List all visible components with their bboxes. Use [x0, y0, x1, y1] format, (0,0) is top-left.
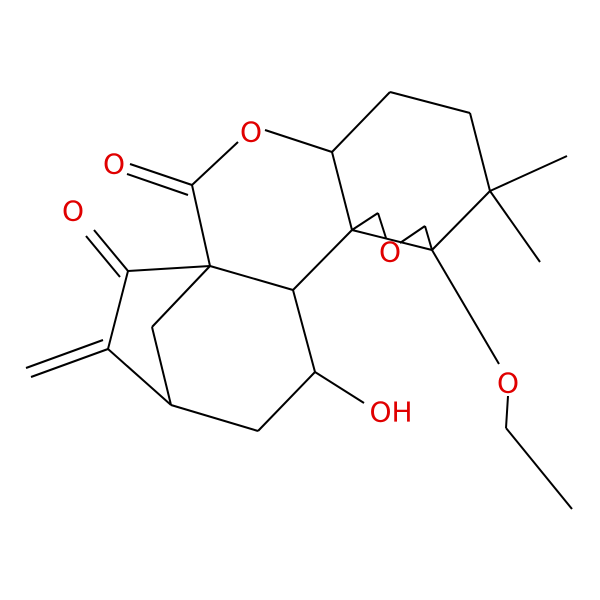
bond [107, 270, 129, 350]
bond [264, 129, 333, 153]
oxygen-atom-label: O [240, 116, 262, 149]
bond [191, 141, 239, 186]
bond [93, 229, 129, 272]
bond [331, 151, 353, 231]
bond [431, 190, 491, 251]
bond [314, 371, 365, 404]
bond [127, 265, 211, 272]
bond [151, 326, 172, 406]
bond [431, 249, 500, 365]
oxygen-atom-label: O [497, 367, 519, 400]
bond [107, 348, 172, 406]
bond [377, 212, 387, 239]
bond [25, 339, 104, 369]
hydroxyl-label: OH [369, 396, 412, 429]
bond-layer [25, 91, 573, 510]
bond [399, 225, 426, 244]
bond [331, 91, 391, 153]
bond [469, 112, 491, 192]
bond [424, 225, 433, 251]
bond [505, 395, 509, 429]
bond [257, 371, 316, 432]
oxygen-atom-label: O [62, 195, 84, 228]
bond [191, 184, 211, 267]
oxygen-atom-label: O [379, 236, 401, 269]
oxygen-atom-label: O [103, 148, 125, 181]
bond [30, 348, 109, 378]
bond [126, 173, 189, 196]
bond [489, 155, 568, 192]
bond [351, 212, 379, 231]
bond [292, 289, 316, 373]
bond [129, 163, 193, 186]
bond [170, 404, 259, 432]
bond [389, 91, 471, 114]
bond [505, 427, 573, 510]
bond [489, 190, 541, 263]
bond [351, 229, 433, 251]
bond [292, 229, 353, 291]
bond [209, 265, 294, 291]
bond [151, 265, 211, 328]
bond [85, 235, 121, 278]
